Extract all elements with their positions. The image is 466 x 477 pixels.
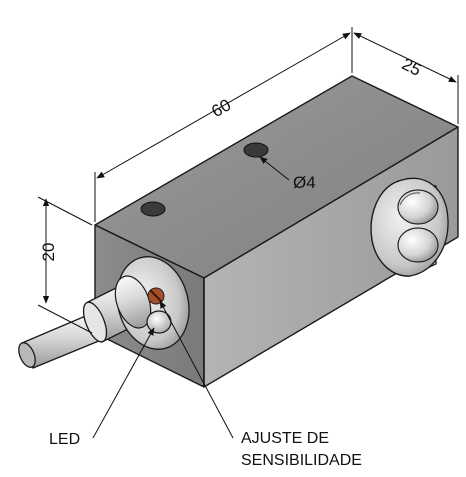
mounting-hole-front — [140, 201, 166, 217]
dimension-height-label: 20 — [39, 243, 58, 262]
lens-upper — [397, 189, 439, 225]
sensing-face — [370, 177, 449, 277]
hole-callout: Ø4 — [259, 156, 316, 192]
hole-diameter-label: Ø4 — [293, 173, 316, 192]
led-callout: LED — [49, 327, 155, 448]
lens-lower — [397, 227, 439, 263]
dimension-width-label: 25 — [399, 54, 424, 80]
sensitivity-callout: AJUSTE DE SENSIBILIDADE — [159, 300, 362, 469]
sensitivity-label-line1: AJUSTE DE — [241, 430, 329, 447]
mounting-hole-rear — [243, 142, 269, 158]
sensitivity-label-line2: SENSIBILIDADE — [241, 452, 362, 469]
sensitivity-screw — [147, 287, 165, 305]
dimension-height: 20 — [37, 196, 93, 334]
dimension-length-label: 60 — [208, 95, 234, 121]
led-label: LED — [49, 431, 80, 448]
